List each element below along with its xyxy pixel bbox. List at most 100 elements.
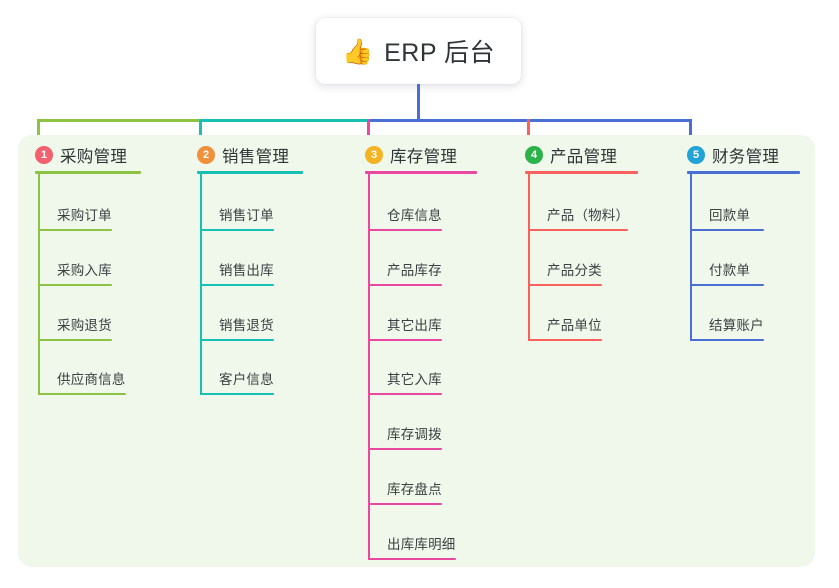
module-item[interactable]: 付款单 [690,256,784,286]
module-item-label: 采购入库 [57,262,112,278]
module-header-rule [365,171,477,174]
module-title: 产品管理 [550,148,618,166]
thumbs-up-icon: 👍 [341,36,374,66]
modules-panel [18,135,815,567]
module-header-2[interactable]: 2 销售管理 [197,143,289,167]
module-header-rule [197,171,303,174]
module-item-label: 回款单 [709,208,751,223]
module-item-rule [368,338,442,341]
root-title: ERP 后台 [384,39,496,67]
module-item-rule [200,283,274,286]
module-item-label: 采购订单 [57,208,112,223]
module-item-label: 结算账户 [709,317,764,333]
module-header-rule [35,171,141,174]
module-item[interactable]: 出库库明细 [368,530,476,560]
module-header-5[interactable]: 5 财务管理 [687,143,779,167]
connector-bus-segment-4 [527,119,691,122]
module-item-rule [368,393,442,396]
module-item[interactable]: 其它出库 [368,311,462,341]
module-item[interactable]: 仓库信息 [368,201,462,231]
module-title: 销售管理 [222,148,290,166]
module-item-rule [200,338,274,341]
module-item-label: 出库库明细 [387,536,456,552]
module-title: 采购管理 [60,148,128,166]
module-title: 库存管理 [390,148,458,166]
root-node-card[interactable]: 👍 ERP 后台 [316,18,521,84]
module-item-rule [690,229,764,231]
module-item[interactable]: 产品单位 [528,311,622,341]
module-badge-3: 3 [365,146,383,164]
module-badge-1: 1 [35,146,53,164]
module-item-label: 产品分类 [547,262,602,278]
module-item-label: 采购退货 [57,317,112,333]
module-item-rule [368,557,456,560]
connector-bus-segment-2 [199,119,369,122]
module-item-rule [200,393,274,396]
connector-bus-segment-3 [367,119,529,122]
module-item[interactable]: 产品（物料） [528,201,648,231]
module-item[interactable]: 结算账户 [690,311,784,341]
connector-drop-4 [526,119,530,143]
module-header-4[interactable]: 4 产品管理 [525,143,617,167]
module-item-label: 其它入库 [387,372,442,388]
module-header-rule [687,171,800,174]
connector-drop-1 [36,119,40,143]
module-item-rule [200,229,274,231]
module-item-label: 产品单位 [547,317,602,333]
module-spine [368,173,370,560]
module-header-3[interactable]: 3 库存管理 [365,143,457,167]
module-item[interactable]: 产品库存 [368,256,462,286]
module-badge-5: 5 [687,146,705,164]
module-item-label: 仓库信息 [387,208,442,223]
module-item[interactable]: 采购退货 [38,311,132,341]
module-item-label: 客户信息 [219,372,274,388]
module-item-label: 供应商信息 [57,372,126,388]
module-header-rule [525,171,638,174]
module-spine [690,173,692,341]
module-item-rule [368,448,442,451]
module-item[interactable]: 其它入库 [368,365,462,396]
module-item-label: 产品（物料） [547,208,630,223]
module-item-rule [38,283,112,286]
module-item-label: 销售订单 [219,208,274,223]
module-item-label: 付款单 [709,262,751,278]
module-item-rule [38,393,126,396]
module-spine [528,173,530,341]
connector-trunk [416,84,420,122]
module-badge-4: 4 [525,146,543,164]
module-item[interactable]: 回款单 [690,201,784,231]
module-item-label: 其它出库 [387,317,442,333]
module-item[interactable]: 客户信息 [200,365,294,396]
module-item-label: 销售退货 [219,317,274,333]
module-badge-2: 2 [197,146,215,164]
module-item-rule [368,283,442,286]
module-item[interactable]: 供应商信息 [38,365,146,396]
module-item[interactable]: 销售退货 [200,311,294,341]
module-item[interactable]: 库存调拨 [368,420,462,451]
module-item[interactable]: 销售订单 [200,201,294,231]
module-item-rule [368,229,442,231]
module-item-rule [368,503,442,505]
module-item-label: 产品库存 [387,262,442,278]
module-item-rule [38,338,112,341]
module-item-rule [38,229,112,231]
module-header-1[interactable]: 1 采购管理 [35,143,127,167]
module-item[interactable]: 采购订单 [38,201,132,231]
module-item-rule [528,338,602,341]
connector-bus-segment-1 [37,119,201,122]
module-title: 财务管理 [712,148,780,166]
module-item-label: 库存调拨 [387,427,442,443]
connector-drop-5 [688,119,692,143]
module-item[interactable]: 产品分类 [528,256,622,286]
connector-drop-3 [366,119,370,143]
connector-drop-2 [198,119,202,143]
module-item-rule [690,283,764,286]
module-item-rule [528,229,628,231]
module-item[interactable]: 销售出库 [200,256,294,286]
module-item-rule [690,338,764,341]
module-item[interactable]: 库存盘点 [368,475,462,505]
module-item[interactable]: 采购入库 [38,256,132,286]
module-item-rule [528,283,602,286]
module-item-label: 库存盘点 [387,482,442,497]
